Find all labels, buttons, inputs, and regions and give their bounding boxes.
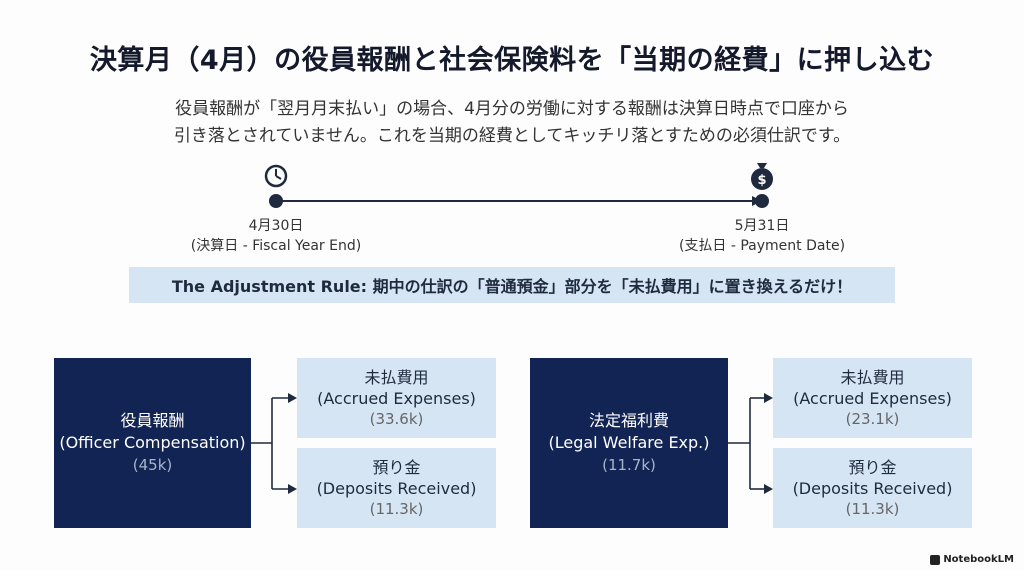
source-name-ja: 法定福利費	[588, 411, 669, 430]
target-name-en: (Deposits Received)	[316, 478, 477, 498]
target-name-en: (Accrued Expenses)	[317, 388, 476, 408]
notebooklm-logo-icon	[930, 554, 941, 565]
target-name-en: (Accrued Expenses)	[793, 388, 952, 408]
source-amount: (45k)	[132, 456, 173, 474]
target-name-ja: 未払費用	[364, 367, 429, 387]
timeline-start-caption: (決算日 - Fiscal Year End)	[190, 238, 362, 254]
svg-text:$: $	[757, 173, 766, 188]
target-box-deposits-received: 預り金 (Deposits Received) (11.3k)	[297, 448, 496, 528]
target-amount: (11.3k)	[369, 499, 424, 518]
timeline: $	[264, 163, 773, 208]
arrowhead	[764, 393, 773, 403]
timeline-start-label: 4月30日 (決算日 - Fiscal Year End)	[166, 216, 386, 256]
target-box-deposits-received: 預り金 (Deposits Received) (11.3k)	[773, 448, 972, 528]
adjustment-rule-banner: The Adjustment Rule: 期中の仕訳の「普通預金」部分を「未払費…	[129, 267, 895, 303]
timeline-end-dot	[755, 194, 769, 208]
flow-group-2-connector	[728, 397, 766, 490]
timeline-start-date: 4月30日	[248, 218, 304, 234]
clock-icon	[264, 164, 288, 188]
target-box-accrued-expenses: 未払費用 (Accrued Expenses) (23.1k)	[773, 358, 972, 438]
source-box-legal-welfare: 法定福利費 (Legal Welfare Exp.) (11.7k)	[530, 358, 728, 528]
timeline-start-dot	[269, 194, 283, 208]
arrowhead	[764, 484, 773, 494]
source-box-officer-compensation: 役員報酬 (Officer Compensation) (45k)	[54, 358, 251, 528]
intro-line-1: 役員報酬が「翌月月末払い」の場合、4月分の労働に対する報酬は決算日時点で口座から	[175, 99, 849, 119]
flow-group-1-connector	[251, 397, 290, 490]
target-amount: (11.3k)	[845, 499, 900, 518]
money-bag-icon: $	[751, 163, 773, 190]
target-box-accrued-expenses: 未払費用 (Accrued Expenses) (33.6k)	[297, 358, 496, 438]
timeline-end-date: 5月31日	[734, 218, 790, 234]
arrowhead	[288, 484, 297, 494]
intro-line-2: 引き落とされていません。これを当期の経費としてキッチリ落とすための必須仕訳です。	[173, 126, 851, 146]
target-amount: (33.6k)	[369, 409, 424, 428]
timeline-end-caption: (支払日 - Payment Date)	[678, 238, 846, 254]
page-title: 決算月（4月）の役員報酬と社会保険料を「当期の経費」に押し込む	[89, 45, 935, 76]
target-name-en: (Deposits Received)	[792, 478, 953, 498]
target-name-ja: 未払費用	[840, 367, 905, 387]
intro-text: 役員報酬が「翌月月末払い」の場合、4月分の労働に対する報酬は決算日時点で口座から…	[60, 96, 964, 150]
source-name-ja: 役員報酬	[120, 411, 185, 430]
badge-label: NotebookLM	[943, 554, 1014, 565]
source-name-en: (Officer Compensation)	[59, 433, 246, 452]
target-name-ja: 預り金	[372, 457, 421, 477]
timeline-end-label: 5月31日 (支払日 - Payment Date)	[652, 216, 872, 256]
target-name-ja: 預り金	[848, 457, 897, 477]
notebooklm-badge: NotebookLM	[930, 554, 1014, 565]
source-amount: (11.7k)	[602, 456, 656, 474]
source-name-en: (Legal Welfare Exp.)	[548, 433, 710, 452]
target-amount: (23.1k)	[845, 409, 900, 428]
arrowhead	[288, 393, 297, 403]
